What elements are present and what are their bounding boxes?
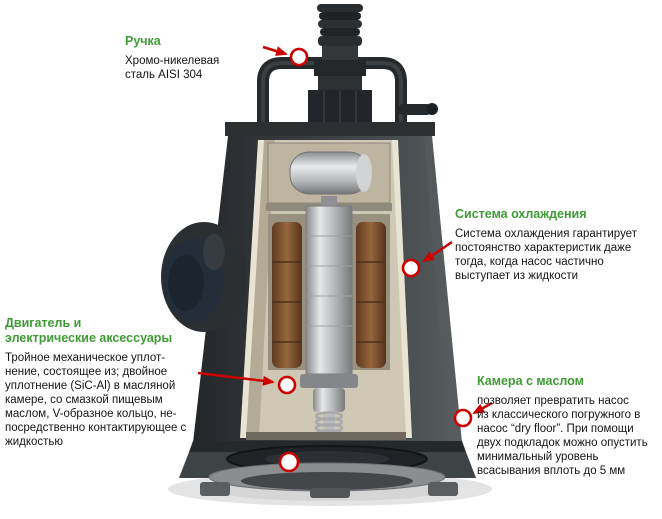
callout-oil-title: Камера с маслом bbox=[477, 374, 584, 388]
stator-coil-right bbox=[356, 222, 386, 368]
marker-cooling bbox=[401, 258, 421, 278]
callout-handle: Ручка Хромо-никелевая сталь AISI 304 bbox=[125, 34, 295, 82]
foot-right bbox=[428, 482, 458, 496]
side-knob bbox=[398, 104, 432, 115]
hose-connector bbox=[308, 4, 372, 124]
marker-oil bbox=[453, 408, 473, 428]
mechanical-seal bbox=[313, 388, 345, 412]
callout-arrows bbox=[197, 45, 493, 415]
marker-suction bbox=[278, 451, 300, 473]
rotor bbox=[305, 205, 353, 375]
callout-markers bbox=[277, 47, 473, 473]
callout-handle-title: Ручка bbox=[125, 34, 161, 48]
arrow-cooling bbox=[422, 240, 453, 263]
arrow-handle bbox=[262, 45, 288, 56]
arrow-oil bbox=[472, 401, 493, 415]
arrow-motor bbox=[197, 371, 275, 386]
stator-coil-left bbox=[272, 222, 302, 368]
cable-boss bbox=[161, 222, 247, 332]
pump-base bbox=[179, 441, 476, 498]
cutaway-interior bbox=[240, 140, 412, 440]
callout-motor-body: Тройное механическое уплот- нение, состо… bbox=[5, 351, 187, 448]
callout-oil-body: позволяет превратить насос из классическ… bbox=[477, 394, 648, 477]
foot-left bbox=[200, 482, 230, 496]
callout-oil: Камера с маслом позволяет превратить нас… bbox=[477, 374, 662, 478]
callout-cooling-title: Система охлаждения bbox=[455, 207, 587, 221]
callout-cooling: Система охлаждения Система охлаждения га… bbox=[455, 207, 660, 283]
marker-motor bbox=[277, 375, 297, 395]
callout-cooling-body: Система охлаждения гарантирует постоянст… bbox=[455, 227, 637, 282]
callout-motor: Двигатель и электрические аксессуары Тро… bbox=[5, 316, 220, 449]
callout-handle-body: Хромо-никелевая сталь AISI 304 bbox=[125, 54, 220, 81]
callout-motor-title: Двигатель и электрические аксессуары bbox=[5, 316, 173, 345]
marker-handle bbox=[289, 47, 309, 67]
